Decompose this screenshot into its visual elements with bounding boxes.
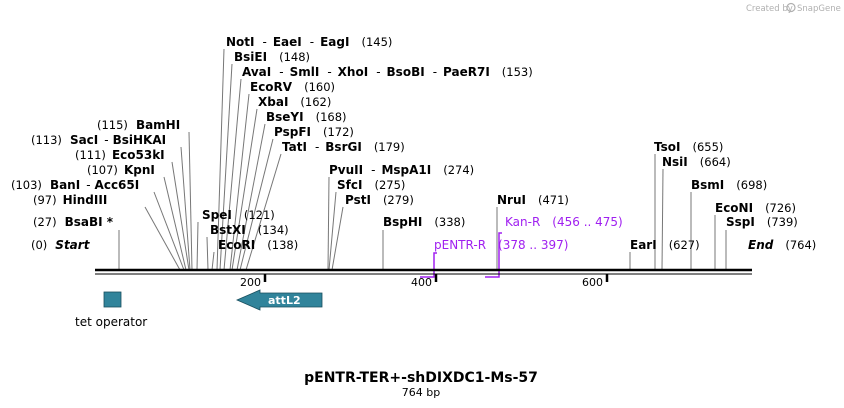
site-saci-bsihkai[interactable]: (113)SacI-BsiHKAI xyxy=(31,133,166,147)
site-pvuii-mspa1i[interactable]: PvuII-MspA1I(274) xyxy=(329,163,474,177)
site-bsiei[interactable]: BsiEI(148) xyxy=(234,50,310,64)
credit-text: Created by xyxy=(746,4,793,14)
site-bamhi[interactable]: (115)BamHI xyxy=(97,118,180,132)
restriction-sites: (27)BsaBI * (97)HindIII (103)BanI-Acc65I… xyxy=(11,35,816,252)
site-bsmi[interactable]: BsmI(698) xyxy=(691,178,767,192)
svg-text:Kan-R(456 .. 475): Kan-R(456 .. 475) xyxy=(505,215,623,229)
site-kpni[interactable]: (107)KpnI xyxy=(87,163,155,177)
ruler-label-600: 600 xyxy=(582,276,603,289)
site-xbai[interactable]: XbaI(162) xyxy=(258,95,331,109)
site-eari[interactable]: EarI(627) xyxy=(630,238,700,252)
site-econi[interactable]: EcoNI(726) xyxy=(715,201,796,215)
site-pspfi[interactable]: PspFI(172) xyxy=(274,125,354,139)
site-bstxi[interactable]: BstXI(134) xyxy=(210,223,289,237)
site-sspi[interactable]: SspI(739) xyxy=(726,215,798,229)
ruler-label-400: 400 xyxy=(411,276,432,289)
sequence-backbone xyxy=(95,268,752,275)
ruler: 200 400 600 xyxy=(240,274,609,289)
site-nsii[interactable]: NsiI(664) xyxy=(662,155,731,169)
site-hindiii[interactable]: (97)HindIII xyxy=(33,193,107,207)
site-bsabi[interactable]: (27)BsaBI * xyxy=(33,215,114,229)
site-avai-smli-xhoi-bsobi-paer7i[interactable]: AvaI-SmlI-XhoI-BsoBI-PaeR7I(153) xyxy=(242,65,533,79)
svg-text:tet operator: tet operator xyxy=(75,315,147,329)
site-ecori[interactable]: EcoRI(138) xyxy=(218,238,298,252)
site-spei[interactable]: SpeI(121) xyxy=(202,208,275,222)
snapgene-logo-icon xyxy=(786,2,796,13)
site-tsoi[interactable]: TsoI(655) xyxy=(654,140,723,154)
site-sfci[interactable]: SfcI(275) xyxy=(337,178,405,192)
site-ecorv[interactable]: EcoRV(160) xyxy=(250,80,335,94)
site-nrui[interactable]: NruI(471) xyxy=(497,193,569,207)
site-eco53ki[interactable]: (111)Eco53kI xyxy=(75,148,165,162)
site-bani-acc65i[interactable]: (103)BanI-Acc65I xyxy=(11,178,139,192)
ruler-label-200: 200 xyxy=(240,276,261,289)
site-psti[interactable]: PstI(279) xyxy=(345,193,414,207)
site-tati-bsrgi[interactable]: TatI-BsrGI(179) xyxy=(282,140,405,154)
feature-tet-operator[interactable]: tet operator xyxy=(75,291,147,329)
start-label: (0)Start xyxy=(31,238,91,252)
svg-text:attL2: attL2 xyxy=(268,294,301,307)
svg-text:pENTR-R(378 .. 397): pENTR-R(378 .. 397) xyxy=(434,238,568,252)
snapgene-credit: Created by SnapGene xyxy=(746,2,841,14)
end-label: End(764) xyxy=(748,238,816,252)
map-title: pENTR-TER+-shDIXDC1-Ms-57 xyxy=(304,370,538,386)
primer-pentr-r[interactable]: pENTR-R(378 .. 397) xyxy=(420,238,568,278)
feature-attl2[interactable]: attL2 xyxy=(235,289,323,311)
credit-brand: SnapGene xyxy=(797,4,841,14)
site-leader-lines xyxy=(118,48,727,271)
site-noti-eaei-eagi[interactable]: NotI-EaeI-EagI(145) xyxy=(226,35,392,49)
primer-kan-r[interactable]: Kan-R(456 .. 475) xyxy=(485,215,623,278)
site-bsphi[interactable]: BspHI(338) xyxy=(383,215,465,229)
site-bseyi[interactable]: BseYI(168) xyxy=(266,110,347,124)
map-subtitle: 764 bp xyxy=(402,386,440,399)
